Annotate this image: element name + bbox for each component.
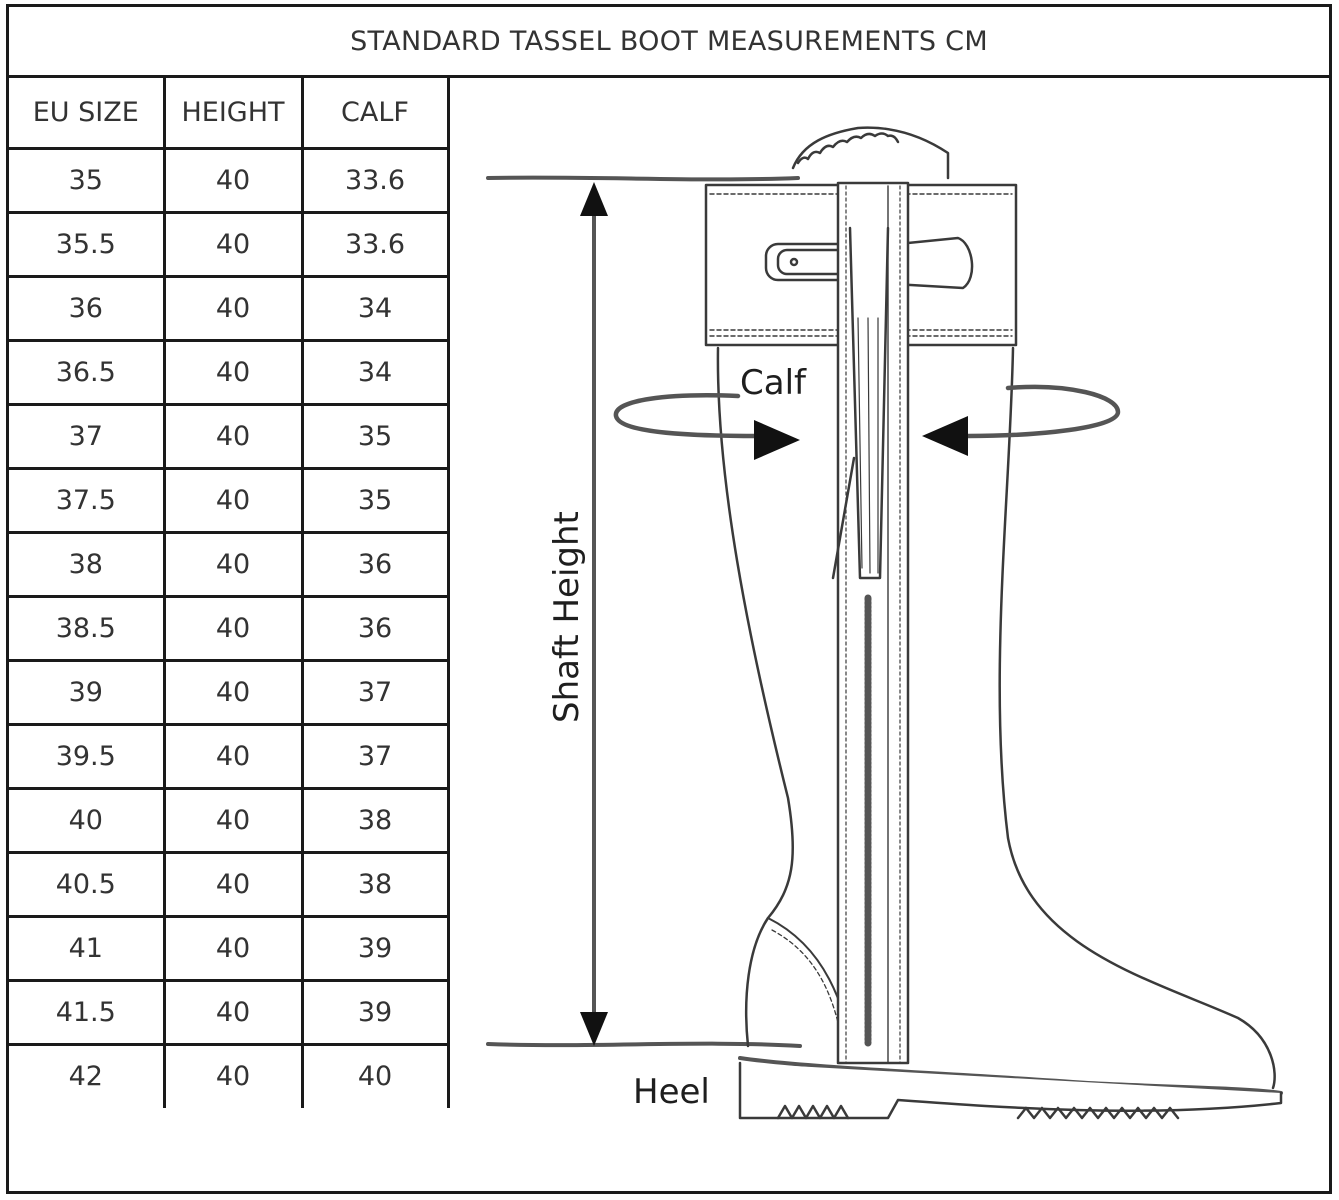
cell-height: 40: [162, 914, 304, 982]
cell-calf: 39: [300, 914, 450, 982]
cell-calf: 34: [300, 274, 450, 342]
cell-height: 40: [162, 466, 304, 534]
column-header-height: HEIGHT: [162, 78, 304, 150]
cell-eu-size: 36.5: [9, 338, 166, 406]
cell-calf: 39: [300, 978, 450, 1046]
cell-eu-size: 35.5: [9, 210, 166, 278]
cell-height: 40: [162, 594, 304, 662]
cell-calf: 35: [300, 402, 450, 470]
calf-label: Calf: [740, 363, 807, 403]
cell-eu-size: 40.5: [9, 850, 166, 918]
table-header-row: EU SIZE HEIGHT CALF: [9, 78, 450, 150]
cell-calf: 34: [300, 338, 450, 406]
cell-eu-size: 39: [9, 658, 166, 726]
shaft-height-label: Shaft Height: [547, 511, 587, 723]
cell-eu-size: 37: [9, 402, 166, 470]
boot-diagram: Calf Shaft Height Heel: [448, 78, 1329, 1191]
cell-eu-size: 38: [9, 530, 166, 598]
cell-height: 40: [162, 530, 304, 598]
boot-illustration-icon: Calf Shaft Height Heel: [486, 126, 1283, 1120]
cell-eu-size: 42: [9, 1042, 166, 1108]
cell-height: 40: [162, 658, 304, 726]
cell-height: 40: [162, 402, 304, 470]
cell-height: 40: [162, 786, 304, 854]
cell-eu-size: 37.5: [9, 466, 166, 534]
cell-calf: 37: [300, 658, 450, 726]
cell-height: 40: [162, 722, 304, 790]
cell-height: 40: [162, 274, 304, 342]
cell-height: 40: [162, 146, 304, 214]
calf-arrow-left-icon: [754, 420, 800, 460]
cell-calf: 33.6: [300, 210, 450, 278]
cell-calf: 36: [300, 594, 450, 662]
cell-calf: 33.6: [300, 146, 450, 214]
heel-label: Heel: [633, 1072, 710, 1112]
shaft-height-bottom-arrow-icon: [580, 1012, 608, 1046]
cell-calf: 36: [300, 530, 450, 598]
cell-eu-size: 38.5: [9, 594, 166, 662]
cell-eu-size: 39.5: [9, 722, 166, 790]
cell-height: 40: [162, 1042, 304, 1108]
cell-eu-size: 35: [9, 146, 166, 214]
cell-calf: 35: [300, 466, 450, 534]
cell-eu-size: 41: [9, 914, 166, 982]
cell-eu-size: 40: [9, 786, 166, 854]
cell-calf: 38: [300, 850, 450, 918]
size-chart: STANDARD TASSEL BOOT MEASUREMENTS CM EU …: [6, 4, 1332, 1194]
cell-eu-size: 36: [9, 274, 166, 342]
cell-height: 40: [162, 338, 304, 406]
cell-height: 40: [162, 210, 304, 278]
cell-calf: 40: [300, 1042, 450, 1108]
cell-height: 40: [162, 978, 304, 1046]
column-header-calf: CALF: [300, 78, 450, 150]
cell-height: 40: [162, 850, 304, 918]
cell-eu-size: 41.5: [9, 978, 166, 1046]
shaft-height-top-arrow-icon: [580, 182, 608, 216]
cell-calf: 38: [300, 786, 450, 854]
chart-title: STANDARD TASSEL BOOT MEASUREMENTS CM: [9, 7, 1329, 78]
cell-calf: 37: [300, 722, 450, 790]
column-header-eu-size: EU SIZE: [9, 78, 166, 150]
calf-arrow-right-icon: [922, 416, 968, 456]
